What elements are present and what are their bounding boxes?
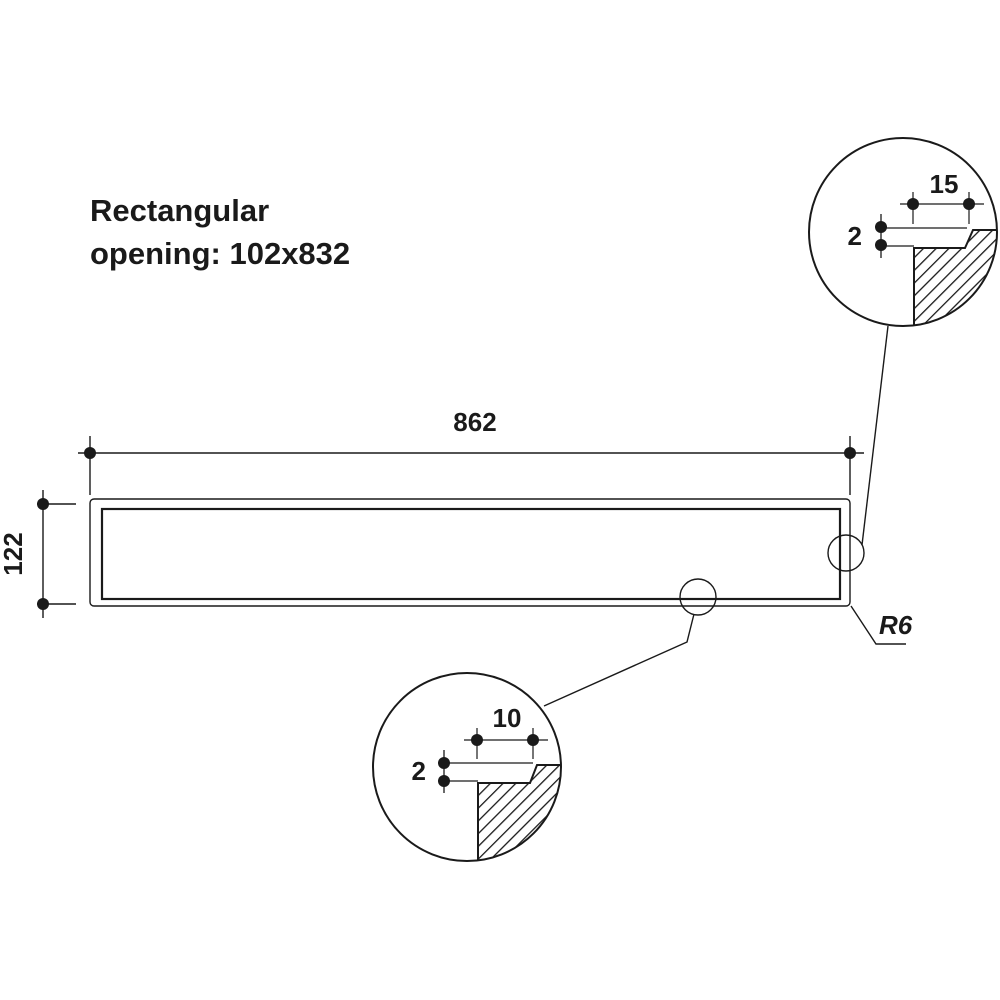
bottom-step-width: 10 [493, 703, 522, 733]
side-step-depth: 2 [848, 221, 862, 251]
title-line-2: opening: 102x832 [90, 236, 350, 271]
side-detail-view: 15 2 [808, 137, 998, 327]
outer-frame [89, 498, 851, 607]
inner-opening [100, 507, 842, 601]
side-detail-leader [861, 325, 889, 546]
bottom-detail-marker [679, 578, 717, 616]
length-dimension: 862 [78, 407, 864, 495]
bottom-step-depth: 2 [412, 756, 426, 786]
title-line-1: Rectangular [90, 193, 269, 228]
height-value: 122 [0, 532, 28, 575]
side-step-width: 15 [930, 169, 959, 199]
height-dimension: 122 [0, 490, 76, 618]
corner-radius-value: R6 [879, 610, 913, 640]
bottom-detail-leader [543, 613, 695, 707]
corner-radius-callout: R6 [850, 605, 913, 645]
length-value: 862 [453, 407, 496, 437]
side-detail-marker [827, 534, 865, 572]
